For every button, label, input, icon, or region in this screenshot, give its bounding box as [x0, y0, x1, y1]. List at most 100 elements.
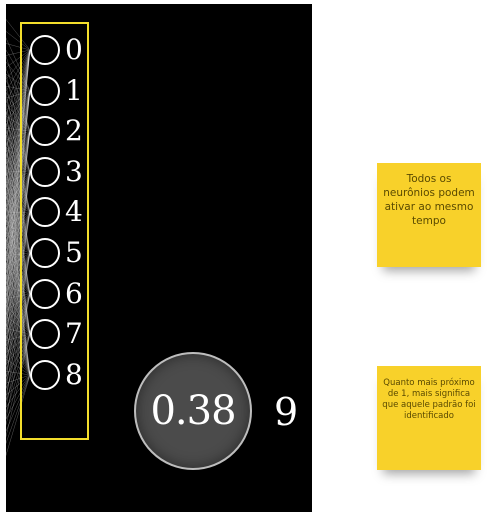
connection-line — [6, 195, 31, 335]
connection-line — [6, 165, 31, 376]
connection-line — [6, 134, 31, 173]
connection-line — [6, 316, 31, 335]
connection-line — [6, 67, 31, 132]
connection-line — [6, 252, 31, 293]
connection-line — [6, 211, 31, 262]
connection-line — [6, 171, 31, 184]
connection-line — [6, 171, 31, 268]
digit-label-1: 1 — [65, 74, 83, 107]
digit-label-0: 0 — [65, 33, 83, 66]
connection-line — [6, 130, 31, 311]
connection-line — [6, 274, 31, 295]
connection-line — [6, 211, 31, 347]
connection-line — [6, 171, 31, 293]
connection-line — [6, 91, 31, 132]
connection-line — [6, 158, 31, 254]
connection-line — [6, 171, 31, 208]
connection-line — [6, 73, 31, 173]
activation-value: 0.38 — [150, 388, 236, 434]
connection-line — [6, 211, 31, 311]
connection-line — [6, 130, 31, 323]
connection-line — [6, 334, 31, 376]
digit-label-2: 2 — [65, 114, 83, 147]
connection-line — [6, 90, 31, 305]
connection-line — [6, 358, 31, 376]
connection-line — [6, 116, 31, 213]
connection-line — [6, 182, 31, 335]
connection-line — [6, 152, 31, 213]
connection-line — [6, 374, 31, 432]
connection-line — [6, 213, 31, 295]
connection-line — [6, 298, 31, 376]
connection-line — [6, 237, 31, 376]
connection-line — [6, 110, 31, 254]
connection-line — [6, 171, 31, 220]
connection-line — [6, 219, 31, 254]
connection-line — [6, 49, 31, 117]
neuron-4 — [30, 197, 60, 227]
connection-line — [6, 333, 31, 402]
connection-line — [6, 146, 31, 254]
connection-line — [6, 249, 31, 295]
connection-line — [6, 49, 31, 92]
neuron-2 — [30, 116, 60, 146]
neuron-7 — [30, 319, 60, 349]
connection-line — [6, 130, 31, 214]
connection-line — [6, 211, 31, 335]
connection-line — [6, 103, 31, 213]
connection-line — [6, 182, 31, 254]
connection-line — [6, 171, 31, 329]
connection-line — [6, 130, 31, 141]
connection-line — [6, 170, 31, 335]
neuron-6 — [30, 279, 60, 309]
connection-line — [6, 130, 31, 347]
connection-line — [6, 200, 31, 213]
connection-line — [6, 171, 31, 305]
activation-neuron: 0.38 — [134, 352, 252, 470]
connection-line — [6, 333, 31, 426]
connection-line — [6, 122, 31, 254]
connection-line — [6, 211, 31, 299]
connection-line — [6, 130, 31, 335]
digit-label-5: 5 — [65, 236, 83, 269]
connection-line — [6, 85, 31, 173]
sticky-note-activation: Todos os neurônios podem ativar ao mesmo… — [377, 163, 481, 267]
connection-line — [6, 130, 31, 189]
connection-line — [6, 49, 31, 68]
connection-line — [6, 49, 31, 177]
connection-line — [6, 170, 31, 173]
connection-line — [6, 130, 31, 299]
connection-line — [6, 171, 31, 281]
connection-line — [6, 103, 31, 132]
connection-line — [6, 237, 31, 295]
connection-line — [6, 130, 31, 165]
connection-line — [6, 261, 31, 295]
connection-line — [6, 293, 31, 311]
neural-network-canvas: 0 1 2 3 4 5 6 7 8 0.38 9 — [6, 4, 312, 512]
connection-line — [6, 211, 31, 274]
connection-line — [6, 252, 31, 317]
connection-line — [6, 49, 31, 286]
connection-line — [6, 252, 31, 281]
connection-line — [6, 211, 31, 383]
connection-line — [6, 211, 31, 286]
connection-line — [6, 49, 31, 214]
connection-line — [6, 261, 31, 376]
connection-line — [6, 49, 31, 262]
connection-line — [6, 55, 31, 132]
connection-line — [6, 177, 31, 376]
connection-line — [6, 374, 31, 384]
connection-line — [6, 333, 31, 414]
neuron-5 — [30, 238, 60, 268]
connection-line — [6, 279, 31, 335]
connection-line — [6, 49, 31, 153]
connection-line — [6, 171, 31, 244]
neuron-1 — [30, 76, 60, 106]
connection-line — [6, 207, 31, 254]
connection-line — [6, 252, 31, 269]
connection-line — [6, 90, 31, 293]
connection-line — [6, 286, 31, 295]
connection-line — [6, 128, 31, 213]
connection-line — [6, 171, 31, 256]
connection-line — [6, 140, 31, 295]
